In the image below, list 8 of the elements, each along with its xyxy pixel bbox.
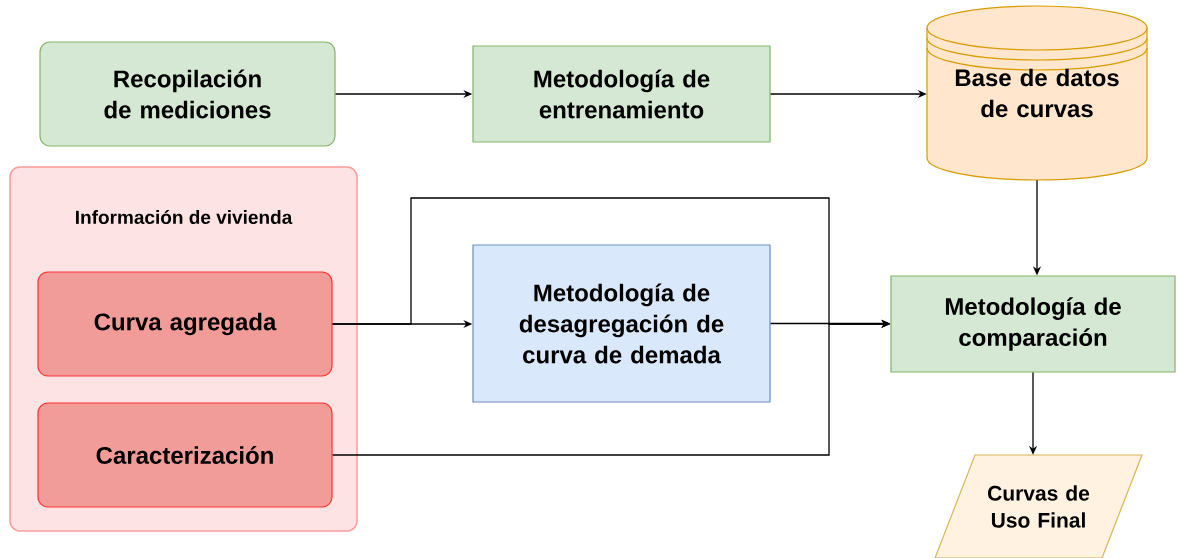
output-parallelogram: Curvas de Uso Final	[934, 454, 1143, 558]
process-box: Metodología de desagregación de curva de demada	[472, 244, 771, 403]
process-box: Metodología de comparación	[890, 275, 1176, 373]
database-cylinder: Base de datos de curvas	[926, 5, 1148, 181]
process-box: Metodología de entrenamiento	[472, 45, 771, 143]
input-box: Caracterización	[37, 402, 333, 508]
input-box: Curva agregada	[37, 271, 333, 377]
process-box: Recopilación de mediciones	[39, 41, 336, 147]
